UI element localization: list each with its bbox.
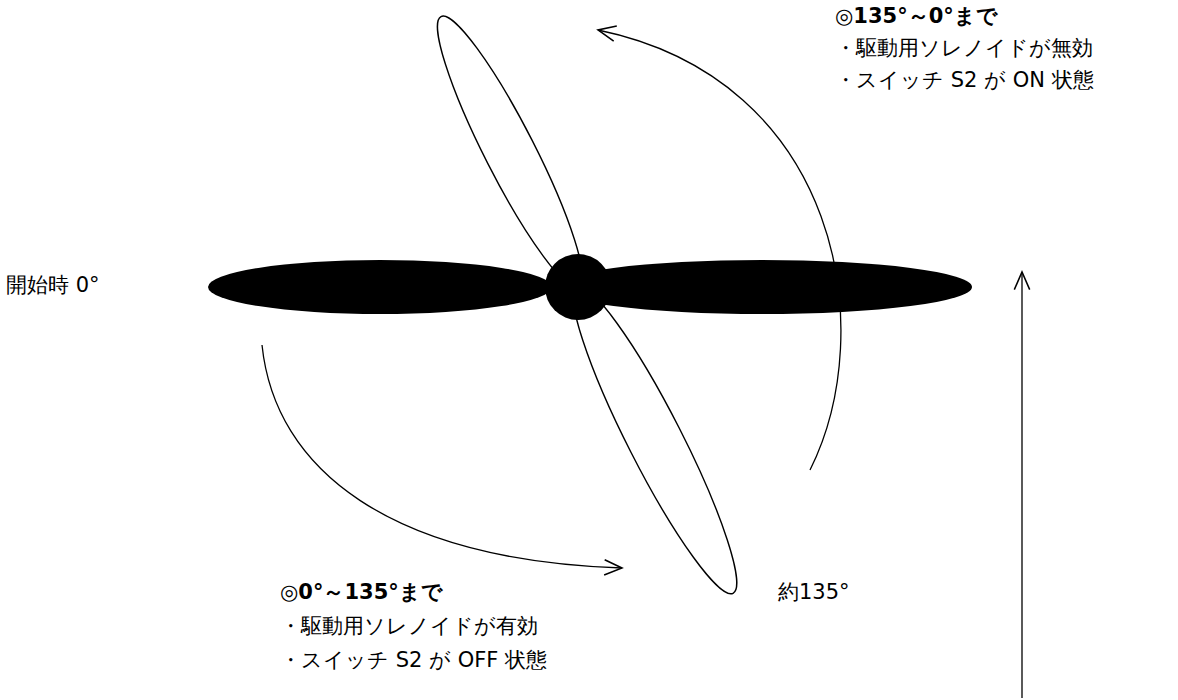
rotation-arrow	[262, 345, 622, 568]
note-text: ・スイッチ S2 が ON 状態	[835, 68, 1094, 93]
range-heading: ◎0°～135°まで	[280, 580, 443, 605]
angle-label: 開始時 0°	[6, 273, 100, 298]
angle-label: 約135°	[778, 580, 850, 605]
note-text: ・スイッチ S2 が OFF 状態	[280, 648, 547, 673]
note-text: ・駆動用ソレノイドが有効	[280, 614, 538, 639]
blade-solid	[552, 260, 972, 314]
blade-outline	[553, 274, 757, 605]
vertical-arrow	[1021, 272, 1022, 698]
range-heading: ◎135°～0°まで	[835, 4, 998, 29]
note-text: ・駆動用ソレノイドが無効	[835, 36, 1093, 61]
blade-solid	[208, 260, 552, 314]
hub	[545, 254, 611, 320]
return-arrow	[598, 30, 841, 470]
